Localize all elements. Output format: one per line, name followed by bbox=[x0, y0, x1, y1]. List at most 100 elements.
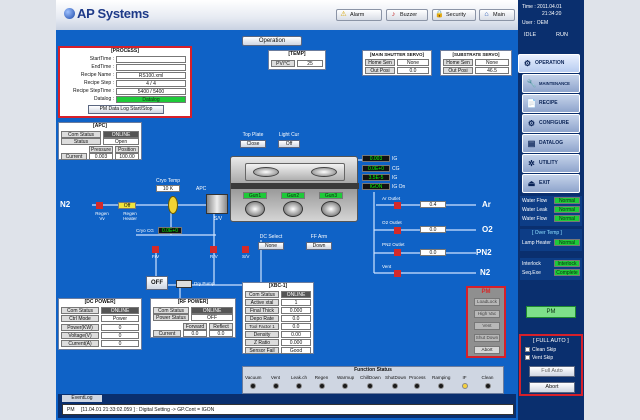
rf-reflect-value: 0.0 bbox=[209, 330, 233, 337]
main-shutter-title: [MAIN SHUTTER SERVO] bbox=[363, 51, 431, 58]
main-button[interactable]: ⌂Main bbox=[479, 9, 515, 21]
fs-shutdown-label: ShutDown bbox=[385, 375, 407, 380]
interlock-status: Interlock bbox=[554, 260, 580, 267]
high-vac-button[interactable]: High Vac bbox=[474, 310, 500, 318]
dc-power-title: [DC POWER] bbox=[59, 299, 141, 306]
fs-regen-label: Regen bbox=[314, 375, 329, 380]
ig-gauge-value: 0.003 bbox=[362, 155, 390, 162]
loadlock-button[interactable]: LoadLock bbox=[474, 298, 500, 306]
substrate-out-label: Out Posi bbox=[443, 67, 473, 74]
logo: AP Systems bbox=[64, 6, 149, 21]
cg-gauge-value: 0.0E+0 bbox=[362, 165, 390, 172]
rf-power-title: [RF POWER] bbox=[151, 299, 235, 306]
nav-exit[interactable]: ⏏EXIT bbox=[522, 174, 580, 193]
sv-valve[interactable] bbox=[242, 246, 249, 253]
apc-valve-label: APC bbox=[196, 186, 207, 192]
full-auto-button[interactable]: Full Auto bbox=[529, 366, 575, 377]
pm-abort-button[interactable]: Abort bbox=[474, 346, 500, 354]
regen-heater-status: Off bbox=[118, 202, 136, 209]
checkbox-icon[interactable] bbox=[525, 347, 530, 352]
light-cur-button[interactable]: Off bbox=[278, 140, 300, 148]
fs-vent-label: Vent bbox=[270, 375, 281, 380]
igon-gauge-value: IGON bbox=[362, 183, 390, 190]
water-flow2-status: Normal bbox=[554, 215, 580, 222]
dc-power-panel: [DC POWER] Com Status ONLINE Ctrl Mode P… bbox=[58, 298, 142, 350]
ff-arm-button[interactable]: Down bbox=[306, 242, 332, 250]
seq-exe-status: Complete bbox=[554, 269, 580, 276]
dry-pump-off-button[interactable]: OFF bbox=[146, 276, 168, 290]
clock-panel: Time : 2011.04.01 21:34:20 User : OEM ID… bbox=[518, 0, 584, 44]
pm-button[interactable]: PM bbox=[526, 306, 576, 318]
fs-shutdown-indicator bbox=[392, 383, 398, 389]
top-plate-button[interactable]: Close bbox=[240, 140, 266, 148]
apc-com-label: Com Status bbox=[61, 131, 101, 138]
dc-com-label: Com Status bbox=[61, 307, 99, 314]
lock-icon: 🔒 bbox=[435, 11, 444, 18]
vent-button[interactable]: Vent bbox=[474, 322, 500, 330]
pm-datalog-start-stop-button[interactable]: PM Data Log Start/Stop bbox=[88, 105, 164, 114]
nav-utility[interactable]: ✲UTILITY bbox=[522, 154, 580, 173]
dc-select-button[interactable]: None bbox=[258, 242, 284, 250]
event-log-text: [11.04.01 21:33:02.059 ] : Digital Setti… bbox=[81, 407, 215, 413]
apc-com-value: ONLINE bbox=[103, 131, 139, 138]
end-time-label: EndTime : bbox=[91, 64, 114, 70]
warning-icon: ⚠ bbox=[340, 11, 347, 18]
cryo-pump bbox=[168, 196, 178, 214]
clean-skip-option[interactable]: Clean Skip bbox=[525, 347, 556, 353]
recipe-name-value: RS100.xml bbox=[116, 72, 186, 79]
fv-valve[interactable] bbox=[152, 246, 159, 253]
rv-valve[interactable] bbox=[210, 246, 217, 253]
nav-maintenance[interactable]: 🔧MAINTENANCE bbox=[522, 74, 580, 93]
o2-source-label: O2 bbox=[482, 225, 493, 234]
xbc-com-label: Com Status bbox=[245, 291, 279, 298]
checkbox-icon[interactable] bbox=[525, 355, 530, 360]
gun3-target bbox=[321, 201, 341, 217]
idle-indicator: IDLE bbox=[524, 32, 537, 38]
over-temp-group: [ Over Temp ] Lamp Heater Normal bbox=[520, 229, 582, 251]
cg-gauge-unit: CG bbox=[392, 166, 400, 172]
xbc-final-thick-value: 0.000 bbox=[281, 307, 311, 314]
event-log-line[interactable]: PM [11.04.01 21:33:02.059 ] : Digital Se… bbox=[62, 404, 514, 415]
alarm-button[interactable]: ⚠Alarm bbox=[336, 9, 382, 21]
shut-down-button[interactable]: Shut Down bbox=[474, 334, 500, 342]
start-time-value bbox=[116, 56, 186, 63]
abort-button[interactable]: Abort bbox=[529, 382, 575, 393]
fs-process-indicator bbox=[414, 383, 420, 389]
vent-skip-option[interactable]: Vent Skip bbox=[525, 355, 553, 361]
fs-vent-indicator bbox=[273, 383, 279, 389]
xbc-sensor-fail-label: Sensor Fail bbox=[245, 347, 279, 354]
fs-vacuum-label: Vacuum bbox=[245, 375, 262, 380]
security-button[interactable]: 🔒Security bbox=[432, 9, 476, 21]
gun3-indicator: Gun3 bbox=[319, 192, 343, 199]
function-status-title: Function Status bbox=[354, 367, 392, 373]
cryo-cg-value: 0.0E+0 bbox=[158, 227, 182, 234]
shutter-home-label: Home Sen bbox=[365, 59, 395, 66]
nav-operation[interactable]: ⚙OPERATION bbox=[518, 54, 580, 73]
buzzer-button[interactable]: ♪Buzzer bbox=[386, 9, 428, 21]
operation-workspace: Operation [PROCESS] StartTime : EndTime … bbox=[56, 30, 518, 420]
nav-configure[interactable]: ⚙CONFIGURE bbox=[522, 114, 580, 133]
nav-datalog[interactable]: ▤DATALOG bbox=[522, 134, 580, 153]
regen-valve[interactable] bbox=[96, 202, 103, 209]
rf-forward-header: Forward bbox=[183, 323, 207, 330]
xbc-tool-factor-label: Tool Factor 1 bbox=[245, 323, 279, 330]
recipe-step-time-value: 5400 / 5400 bbox=[116, 88, 186, 95]
water-leak-status: Normal bbox=[554, 206, 580, 213]
fs-leak-label: Leak.ch bbox=[291, 375, 308, 380]
o2-outlet-label: O2 Outlet bbox=[382, 220, 402, 225]
time-value: 21:34:20 bbox=[542, 11, 562, 17]
chamber-flange bbox=[231, 183, 359, 189]
nav-recipe[interactable]: 📄RECIPE bbox=[522, 94, 580, 113]
vent-valve[interactable] bbox=[394, 270, 401, 277]
ar-outlet-valve[interactable] bbox=[394, 202, 401, 209]
pn2-outlet-valve[interactable] bbox=[394, 249, 401, 256]
o2-outlet-valve[interactable] bbox=[394, 227, 401, 234]
main-shutter-panel: [MAIN SHUTTER SERVO] Home Sen None Out P… bbox=[362, 50, 432, 76]
apc-pressure-value: 0.003 bbox=[89, 153, 113, 160]
dc-ctrl-mode-label: Ctrl Mode bbox=[61, 315, 99, 322]
fs-leak-indicator bbox=[296, 383, 302, 389]
apc-valve[interactable] bbox=[206, 194, 228, 214]
apc-position-value: 100.00 bbox=[115, 153, 139, 160]
rf-power-status-value: OFF bbox=[191, 314, 233, 321]
process-panel: [PROCESS] StartTime : EndTime : Recipe N… bbox=[58, 46, 192, 118]
